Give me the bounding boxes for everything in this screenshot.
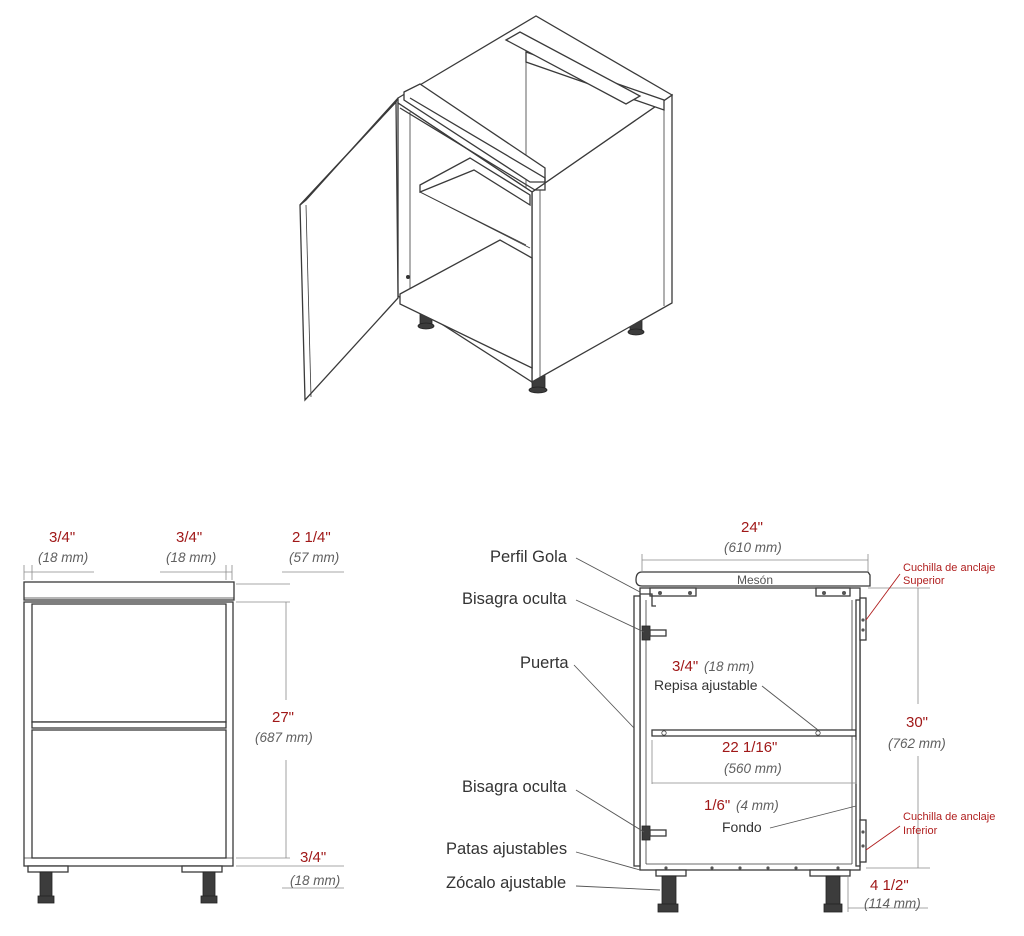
section-inner-width-mm: (560 mm): [724, 761, 782, 776]
section-carcass: [639, 587, 861, 871]
front-dim-mid-mm: (18 mm): [166, 550, 216, 565]
section-meson-label: Mesón: [737, 573, 773, 587]
front-dim-mid-in: 3/4": [176, 529, 202, 546]
label-puerta: Puerta: [520, 654, 569, 672]
label-zocalo: Zócalo ajustable: [446, 874, 566, 892]
section-leg-back: [809, 869, 851, 913]
label-patas: Patas ajustables: [446, 840, 567, 858]
front-view: 3/4" (18 mm) 3/4" (18 mm) 2 1/4" (57 mm)…: [23, 529, 344, 904]
section-leg-front: [655, 869, 687, 913]
section-gola-profile: [640, 593, 656, 607]
section-view: Mesón: [446, 519, 995, 913]
isometric-view: [299, 15, 674, 402]
section-back-thick-mm: (4 mm): [736, 798, 779, 813]
front-countertop: [23, 581, 235, 601]
front-leg-left: [27, 865, 69, 904]
section-back-thick-in: 1/6": [704, 797, 730, 814]
section-shelf-thick-in: 3/4": [672, 658, 698, 675]
iso-bottom: [399, 239, 533, 370]
label-perfil-gola: Perfil Gola: [490, 548, 568, 566]
section-shelf: [651, 729, 857, 737]
label-bisagra-top: Bisagra oculta: [462, 590, 567, 608]
front-dim-top-mm: (57 mm): [289, 550, 339, 565]
front-dim-height-in: 27": [272, 709, 294, 726]
section-width-in: 24": [741, 519, 763, 536]
section-width-mm: (610 mm): [724, 540, 782, 555]
iso-door: [299, 100, 399, 402]
front-dim-bottom-mm: (18 mm): [290, 873, 340, 888]
section-bottom-holes: [664, 866, 840, 870]
front-dim-left-mm: (18 mm): [38, 550, 88, 565]
label-bisagra-bottom: Bisagra oculta: [462, 778, 567, 796]
section-door: [633, 595, 641, 867]
section-inner-width-in: 22 1/16": [722, 739, 777, 756]
section-back-label: Fondo: [722, 819, 762, 835]
section-height-mm: (762 mm): [888, 736, 946, 751]
front-leg-right: [181, 865, 223, 904]
section-blade-bottom-line1: Cuchilla de anclaje: [903, 811, 995, 823]
section-anchor-blade-bottom: [859, 819, 867, 863]
section-blade-top-line1: Cuchilla de anclaje: [903, 562, 995, 574]
section-shelf-thick-mm: (18 mm): [704, 659, 754, 674]
section-blade-top-line2: Superior: [903, 575, 945, 587]
section-back-panel: [855, 599, 861, 867]
front-dim-top-in: 2 1/4": [292, 529, 331, 546]
section-plinth-in: 4 1/2": [870, 877, 909, 894]
section-shelf-label: Repisa ajustable: [654, 677, 758, 693]
section-plinth-mm: (114 mm): [864, 896, 921, 911]
section-blade-bottom-line2: Inferior: [903, 825, 938, 837]
section-hinge-top: [641, 625, 667, 641]
front-dim-height-mm: (687 mm): [255, 730, 313, 745]
front-dim-left-in: 3/4": [49, 529, 75, 546]
section-countertop: [635, 571, 871, 587]
section-height-in: 30": [906, 714, 928, 731]
iso-gola-profile: [399, 97, 546, 191]
section-hinge-bottom: [641, 825, 667, 841]
iso-back-rail: [504, 31, 642, 105]
front-dim-bottom-in: 3/4": [300, 849, 326, 866]
